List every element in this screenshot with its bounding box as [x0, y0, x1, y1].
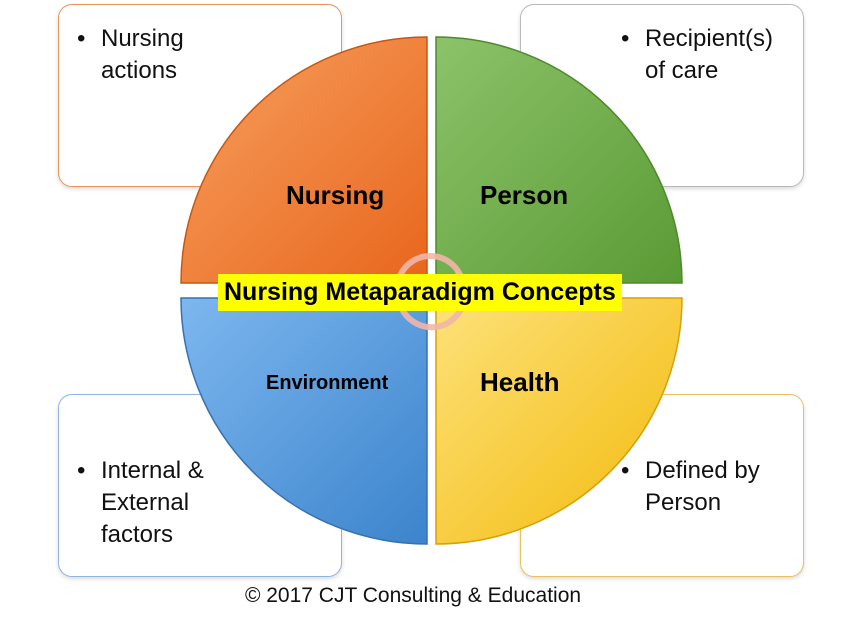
bullet-item: • Defined by Person	[621, 455, 760, 519]
bullet-icon: •	[621, 457, 630, 484]
nursing-label: Nursing	[286, 180, 385, 210]
person-quadrant	[435, 36, 683, 284]
nursing-description-text: Nursing actions	[101, 25, 184, 84]
bullet-item: • Internal & External factors	[77, 455, 204, 551]
nursing-quadrant	[180, 36, 428, 284]
person-description-text: Recipient(s) of care	[645, 25, 774, 84]
center-title: Nursing Metaparadigm Concepts	[218, 274, 622, 311]
person-label: Person	[480, 180, 569, 210]
environment-description-text: Internal & External factors	[101, 457, 204, 548]
health-description-text: Defined by Person	[645, 457, 760, 516]
bullet-item: • Nursing actions	[77, 23, 184, 87]
health-label: Health	[480, 367, 560, 397]
health-quadrant	[435, 297, 683, 545]
bullet-item: • Recipient(s) of care	[621, 23, 773, 87]
bullet-icon: •	[77, 25, 86, 52]
bullet-icon: •	[77, 457, 86, 484]
bullet-icon: •	[621, 25, 630, 52]
environment-label: Environment	[266, 372, 389, 394]
environment-quadrant	[180, 297, 428, 545]
copyright-notice: © 2017 CJT Consulting & Education	[244, 584, 582, 607]
